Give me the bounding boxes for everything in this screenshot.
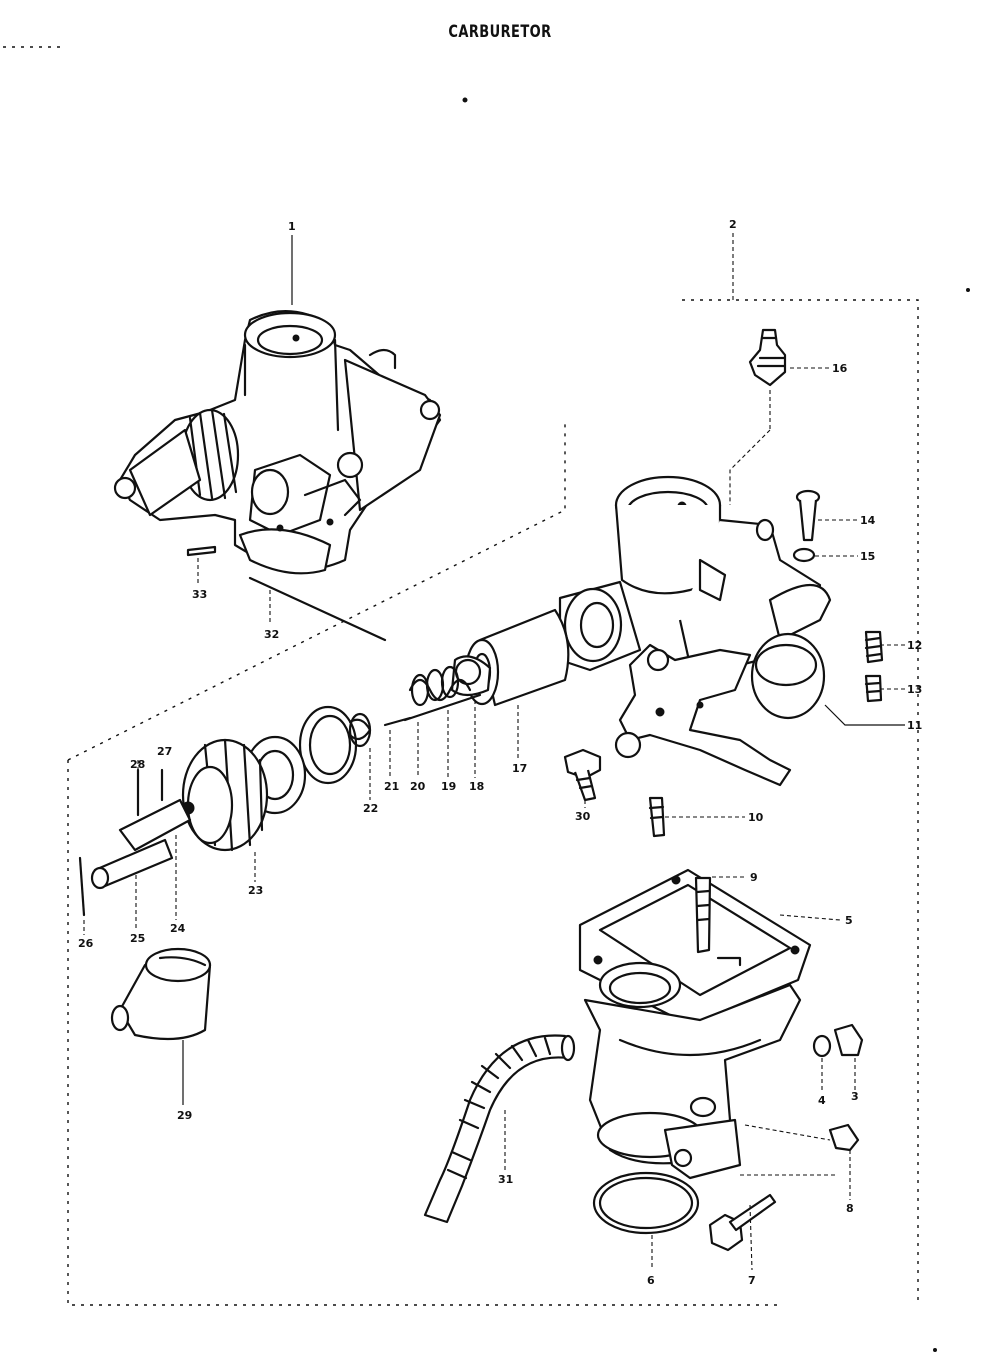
callout-21: 21 [384, 780, 399, 793]
callout-5: 5 [845, 914, 853, 927]
callout-1: 1 [288, 220, 296, 233]
carburetor-body-drawing [558, 475, 832, 787]
diagram-title: CARBURETOR [448, 22, 552, 42]
callout-19: 19 [441, 780, 456, 793]
callout-17: 17 [512, 762, 527, 775]
callout-8: 8 [846, 1202, 854, 1215]
callout-7: 7 [748, 1274, 756, 1287]
callout-30a: 30 [575, 810, 591, 823]
small-fittings-drawing [812, 1023, 864, 1152]
callout-29: 29 [177, 1109, 192, 1122]
callout-25: 25 [130, 932, 145, 945]
callout-16: 16 [832, 362, 848, 375]
o-ring-drawing [592, 1171, 700, 1235]
callout-2: 2 [729, 218, 737, 231]
callout-26: 26 [78, 937, 94, 950]
leader-lines [83, 233, 905, 1271]
callout-15: 15 [860, 550, 875, 563]
spring-set-drawing [298, 665, 482, 785]
callout-20: 20 [410, 780, 426, 793]
callout-33: 33 [192, 588, 207, 601]
cover-cap-drawing [110, 947, 212, 1041]
callout-24: 24 [170, 922, 186, 935]
callout-labels: 1 2 16 14 15 12 13 11 10 9 5 33 32 30 17… [78, 218, 922, 1287]
callout-13: 13 [907, 683, 922, 696]
callout-14: 14 [860, 514, 876, 527]
small-screws-drawing [864, 630, 884, 703]
callout-22: 22 [363, 802, 378, 815]
part-16-fitting-drawing [729, 328, 787, 505]
callout-6: 6 [647, 1274, 655, 1287]
callout-32: 32 [264, 628, 279, 641]
callout-31: 31 [498, 1173, 513, 1186]
fuel-hose-drawing [423, 1034, 576, 1224]
float-needle-drawing [694, 876, 742, 967]
callout-12: 12 [907, 639, 922, 652]
float-chamber-drawing [578, 868, 812, 1180]
carburetor-assembly-drawing [113, 310, 442, 575]
callout-10: 10 [748, 811, 764, 824]
mounting-screws-drawing [563, 748, 666, 838]
callout-27: 27 [157, 745, 172, 758]
callout-4: 4 [818, 1094, 826, 1107]
screw-and-washer-drawing [792, 489, 821, 563]
callout-3: 3 [851, 1090, 859, 1103]
scan-specks [462, 97, 970, 1352]
throttle-slide-drawing [450, 608, 570, 707]
callout-18: 18 [469, 780, 484, 793]
drain-bolt-drawing [708, 1193, 777, 1252]
top-cap-drawing [78, 735, 307, 917]
callout-28: 28 [130, 758, 145, 771]
callout-23: 23 [248, 884, 263, 897]
callout-11: 11 [907, 719, 922, 732]
linkage-rod-drawing [186, 545, 387, 642]
assembly-frame [3, 46, 919, 1306]
callout-9: 9 [750, 871, 758, 884]
